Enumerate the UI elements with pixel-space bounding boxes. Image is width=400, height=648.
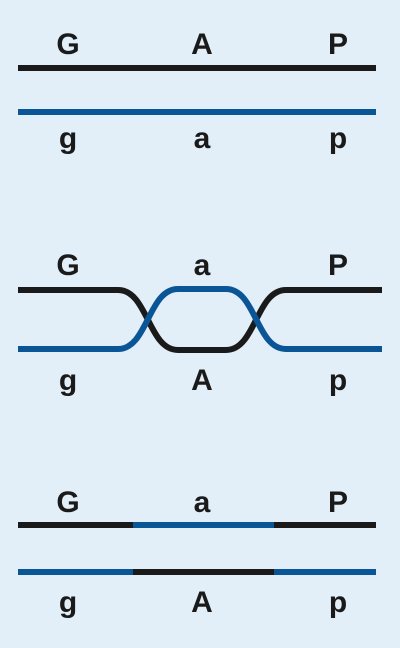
label-bottom-3: p xyxy=(329,364,347,397)
label-bottom-3: p xyxy=(329,586,347,619)
label-bottom-2: A xyxy=(191,586,213,619)
label-top-1: G xyxy=(56,249,79,282)
label-bottom-2: a xyxy=(194,122,211,155)
label-bottom-1: g xyxy=(59,364,77,397)
label-top-2: a xyxy=(194,249,211,282)
label-top-1: G xyxy=(56,486,79,519)
label-top-2: a xyxy=(194,486,211,519)
panel-recombinant: G a P g A p xyxy=(18,486,376,619)
label-bottom-3: p xyxy=(329,122,347,155)
label-top-3: P xyxy=(328,486,348,519)
label-top-1: G xyxy=(56,28,79,61)
label-bottom-1: g xyxy=(59,122,77,155)
label-top-3: P xyxy=(328,249,348,282)
label-bottom-2: A xyxy=(191,364,213,397)
label-top-3: P xyxy=(328,28,348,61)
panel-crossing-over: G a P g A p xyxy=(18,249,382,397)
label-top-2: A xyxy=(191,28,213,61)
crossover-strand-dark xyxy=(18,287,382,353)
label-bottom-1: g xyxy=(59,586,77,619)
panel-parental: G A P g a p xyxy=(18,28,376,155)
crossover-strand-blue xyxy=(18,286,382,352)
